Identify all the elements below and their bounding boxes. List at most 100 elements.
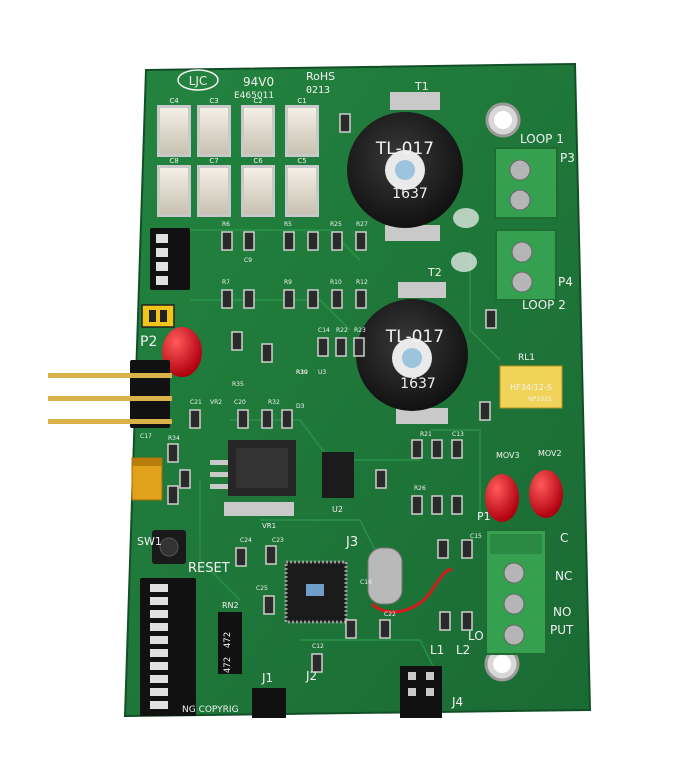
terminal-p3: LOOP 1 P3 (494, 132, 575, 219)
smd-part (221, 231, 233, 251)
ref-label: R9 (284, 279, 292, 286)
pin-header-left (48, 360, 172, 428)
smd-part (339, 113, 351, 133)
smd-part (461, 539, 473, 559)
p4-ref: P4 (558, 275, 573, 289)
t1-marking-bottom: 1637 (392, 186, 428, 202)
ref-label: C13 (452, 431, 464, 438)
smd-part (283, 289, 295, 309)
smd-part (451, 495, 463, 515)
smd-part (307, 231, 319, 251)
smd-part (331, 289, 343, 309)
ref-label: C25 (256, 585, 268, 592)
smd-capacitor: C1 (285, 97, 319, 157)
dip-lever (150, 610, 168, 618)
reset-switch: SW1 RESET (137, 530, 230, 576)
ref-label: R30 (296, 369, 308, 376)
ref-label: C12 (312, 643, 324, 650)
lo-text: LO (468, 629, 484, 643)
ref-label: C24 (240, 537, 252, 544)
varistor-left (162, 327, 202, 377)
dip-lever (150, 584, 168, 592)
p1-ref: P1 (477, 510, 491, 523)
smd-part (411, 495, 423, 515)
cap-label: C4 (169, 97, 179, 105)
dip-lever (150, 688, 168, 696)
jumper-p2: P2 (140, 304, 175, 350)
tantalum-band (132, 458, 162, 466)
header-j1: J1 (252, 671, 286, 718)
smd-part (331, 231, 343, 251)
smd-part (231, 331, 243, 351)
p1-pin-nc: NC (555, 569, 572, 583)
dip-lever (150, 701, 168, 709)
ref-label: R27 (356, 221, 368, 228)
cap-label: C6 (253, 157, 263, 165)
smd-part (167, 485, 179, 505)
smd-part (345, 619, 357, 639)
rn-value-2: 472 (223, 657, 233, 673)
soic-chip-u2: U2 (322, 452, 354, 514)
smd-part (237, 409, 249, 429)
cap-label: C1 (297, 97, 306, 105)
smd-part (353, 337, 365, 357)
dip-lever (150, 636, 168, 644)
smd-part (189, 409, 201, 429)
p4-loop-label: LOOP 2 (522, 298, 566, 312)
crystal-oscillator: J3 (345, 535, 403, 605)
smd-part (281, 409, 293, 429)
t2-marking-bottom: 1637 (400, 376, 436, 392)
header-j4: J4 (400, 666, 463, 718)
ref-label: C17 (140, 433, 152, 440)
transformer-t2: TL-017 1637 T2 (356, 266, 468, 424)
smd-part (479, 401, 491, 421)
microcontroller (284, 560, 348, 624)
rohs-text: RoHS (306, 70, 335, 83)
smd-part (379, 619, 391, 639)
smd-part (355, 289, 367, 309)
vr1-label: VR1 (262, 522, 276, 530)
ul-file: E465011 (234, 91, 274, 101)
smd-capacitor: C8 (157, 157, 191, 217)
smd-capacitor: C6 (241, 157, 275, 217)
resistor-network: 472 472 RN2 (218, 601, 242, 674)
smd-part (243, 231, 255, 251)
dip-lever (150, 662, 168, 670)
voltage-regulator: VR1 (210, 440, 296, 530)
smd-capacitor: C5 (285, 157, 319, 217)
smd-capacitor: C2 (241, 97, 275, 157)
l1-label: L1 (430, 643, 444, 657)
date-code: 0213 (306, 85, 330, 96)
t2-ref: T2 (427, 266, 442, 279)
ref-label: C23 (272, 537, 284, 544)
smd-capacitor: C7 (197, 157, 231, 217)
dip-lever (150, 675, 168, 683)
smd-part (375, 469, 387, 489)
relay-ref: RL1 (518, 353, 535, 363)
p2-label: P2 (140, 334, 157, 350)
l2-label: L2 (456, 643, 470, 657)
smd-part (265, 545, 277, 565)
ref-label: R5 (284, 221, 292, 228)
u2-label: U2 (332, 505, 343, 514)
cap-label: C3 (209, 97, 218, 105)
smd-capacitor: C3 (197, 97, 231, 157)
smd-part (307, 289, 319, 309)
smd-part (485, 309, 497, 329)
mov2-label: MOV2 (538, 449, 562, 458)
p3-loop-label: LOOP 1 (520, 132, 564, 146)
smd-part (221, 289, 233, 309)
smd-part (263, 595, 275, 615)
logo-area: LJC 94V0 RoHS 0213 E465011 (177, 69, 335, 101)
ref-label: R25 (330, 221, 342, 228)
dip-lever (150, 597, 168, 605)
ref-label: R6 (222, 221, 230, 228)
ref-label: R7 (222, 279, 230, 286)
smd-part (167, 443, 179, 463)
transformer-t1: TL-017 1637 T1 (347, 80, 463, 241)
ul-mark: 94V0 (243, 75, 274, 89)
jumper-wire (371, 568, 453, 614)
smd-part (355, 231, 367, 251)
dip-switch-bottom (140, 578, 196, 716)
